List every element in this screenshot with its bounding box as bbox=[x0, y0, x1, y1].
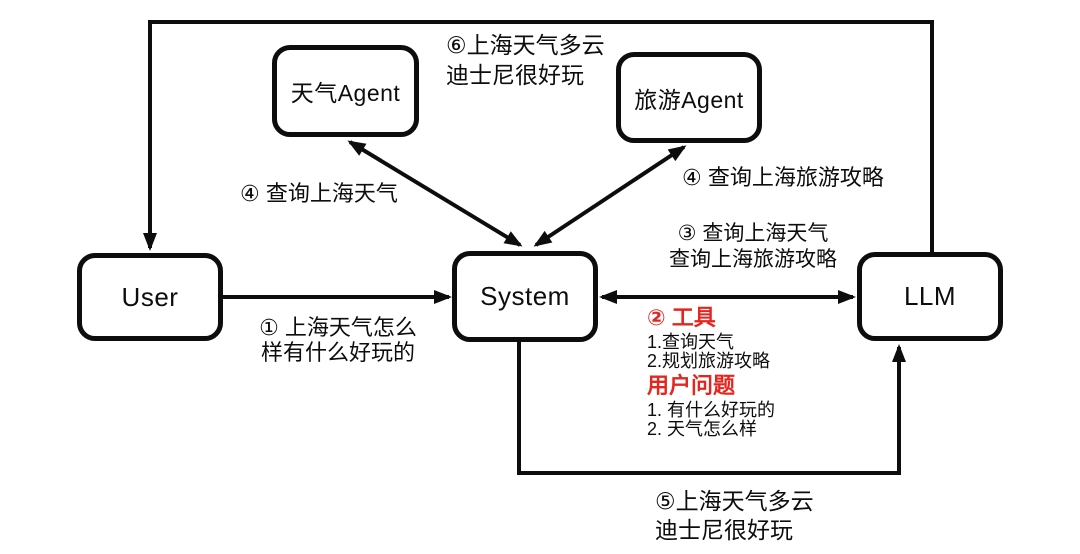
question-item-1: 1. 有什么好玩的 bbox=[647, 400, 776, 420]
tools-heading: ② 工具 bbox=[647, 305, 716, 330]
label-step5: ⑤上海天气多云 迪士尼很好玩 bbox=[655, 487, 814, 545]
label-step4-weather: ④ 查询上海天气 bbox=[240, 181, 398, 206]
edge-llm-user-feedback bbox=[143, 20, 934, 252]
llm-node: LLM bbox=[857, 252, 1003, 341]
label-step4-travel: ④ 查询上海旅游攻略 bbox=[682, 165, 884, 190]
label-step6-line2: 迪士尼很好玩 bbox=[446, 62, 584, 88]
label-step6: ⑥上海天气多云 迪士尼很好玩 bbox=[446, 30, 605, 90]
edge-system-travel-agent bbox=[533, 145, 687, 247]
label-step5-line1: ⑤上海天气多云 bbox=[655, 488, 814, 514]
travel-agent-label: 旅游Agent bbox=[634, 86, 744, 113]
system-label: System bbox=[480, 281, 570, 311]
label-step1-line2: 样有什么好玩的 bbox=[260, 340, 415, 365]
weather-agent-label: 天气Agent bbox=[290, 80, 401, 106]
label-step1-line1: ① 上海天气怎么 bbox=[259, 315, 417, 340]
label-step3: ③ 查询上海天气 查询上海旅游攻略 bbox=[646, 221, 860, 273]
tools-item-2: 2.规划旅游攻略 bbox=[647, 351, 771, 371]
label-step6-line1: ⑥上海天气多云 bbox=[446, 32, 605, 58]
edge-system-weather-agent bbox=[347, 140, 523, 247]
travel-agent-node: 旅游Agent bbox=[616, 52, 762, 143]
llm-label: LLM bbox=[903, 281, 957, 311]
label-step3-line1: ③ 查询上海天气 bbox=[677, 222, 829, 245]
user-label: User bbox=[121, 281, 179, 312]
weather-agent-node: 天气Agent bbox=[272, 45, 419, 137]
tools-annotation: ② 工具 1.查询天气 2.规划旅游攻略 用户问题 1. 有什么好玩的 2. 天… bbox=[647, 303, 775, 439]
label-step3-line2: 查询上海旅游攻略 bbox=[669, 248, 837, 271]
label-step1: ① 上海天气怎么 样有什么好玩的 bbox=[252, 315, 424, 365]
tools-item-1: 1.查询天气 bbox=[647, 332, 735, 352]
edge-system-llm-bottom bbox=[517, 342, 906, 475]
question-item-2: 2. 天气怎么样 bbox=[647, 419, 758, 439]
label-step5-line2: 迪士尼很好玩 bbox=[655, 517, 793, 543]
system-node: System bbox=[452, 251, 598, 342]
questions-heading: 用户问题 bbox=[647, 373, 736, 398]
user-node: User bbox=[77, 253, 223, 341]
